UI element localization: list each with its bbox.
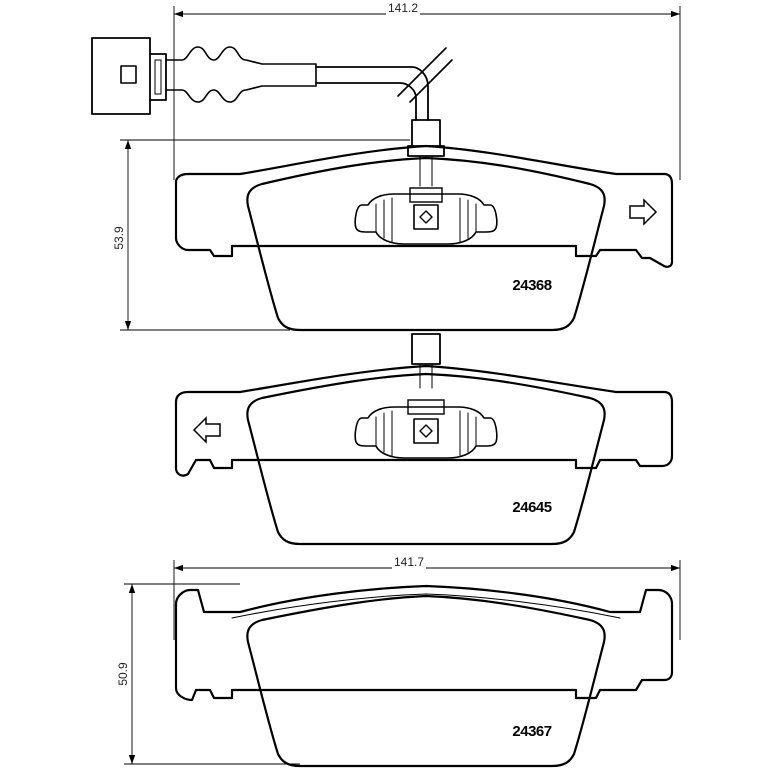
wire-break-mark [397, 47, 453, 103]
part-number-top: 24368 [512, 277, 551, 294]
dimension-top-width-label: 141.2 [388, 1, 418, 15]
center-clip-middle [354, 399, 498, 459]
dimension-bottom-width-label: 141.7 [394, 555, 424, 569]
direction-arrow-left-icon [192, 416, 221, 444]
sensor-wire [315, 66, 429, 121]
dimension-bottom-width: 141.7 [173, 555, 681, 640]
brake-pad-bottom: 24367 [174, 584, 674, 768]
dimension-top-height-label: 53.9 [112, 226, 126, 250]
dimension-top-width: 141.2 [173, 1, 681, 180]
center-clip [354, 187, 498, 245]
cable-boot [165, 46, 317, 103]
brake-pad-middle: 24645 [174, 333, 674, 546]
connector-plug-icon [91, 37, 167, 115]
direction-arrow-right-icon [629, 198, 658, 226]
sensor-tab [407, 119, 445, 157]
part-number-middle: 24645 [512, 499, 551, 516]
part-number-bottom: 24367 [512, 723, 551, 740]
dimension-bottom-height: 50.9 [116, 583, 300, 765]
dimension-top-height: 53.9 [112, 139, 410, 331]
brake-pad-top: 24368 [174, 144, 674, 332]
wear-sensor-cable [91, 37, 453, 187]
dimension-bottom-height-label: 50.9 [116, 662, 130, 686]
